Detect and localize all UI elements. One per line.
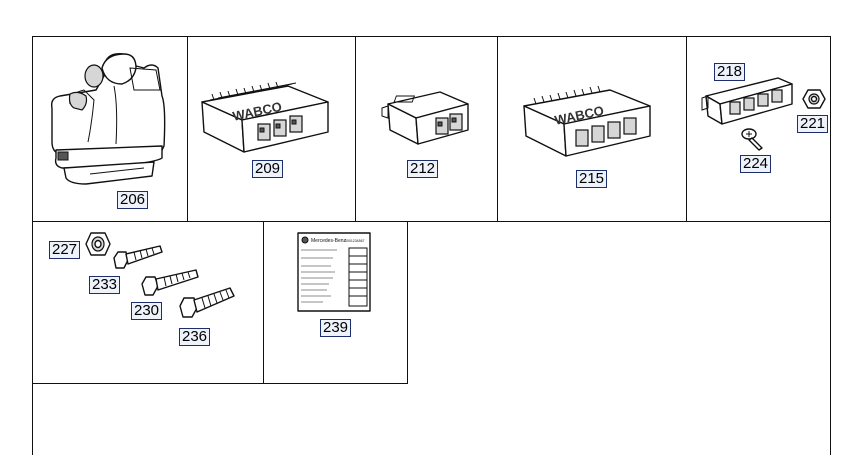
part-239-illustration[interactable]: Mercedes-Benz 0001234567 bbox=[297, 232, 371, 312]
grid-left-border bbox=[32, 36, 33, 455]
callout-239[interactable]: 239 bbox=[320, 319, 352, 337]
grid-row1-bottom bbox=[32, 221, 831, 222]
grid-col-2 bbox=[355, 36, 356, 222]
part-233-illustration[interactable] bbox=[112, 244, 164, 274]
callout-236[interactable]: 236 bbox=[179, 328, 211, 346]
part-209-illustration[interactable]: WABCO bbox=[196, 80, 336, 160]
callout-224[interactable]: 224 bbox=[740, 155, 772, 173]
callout-215[interactable]: 215 bbox=[576, 170, 608, 188]
part-230-illustration[interactable] bbox=[140, 268, 200, 300]
callout-212[interactable]: 212 bbox=[407, 160, 439, 178]
callout-206[interactable]: 206 bbox=[117, 191, 149, 209]
callout-218[interactable]: 218 bbox=[714, 63, 746, 81]
grid-row2-col-2 bbox=[407, 221, 408, 384]
callout-227[interactable]: 227 bbox=[49, 241, 81, 259]
sticker-brand-text: Mercedes-Benz bbox=[311, 238, 347, 244]
part-215-illustration[interactable]: WABCO bbox=[518, 84, 658, 164]
part-212-illustration[interactable] bbox=[378, 86, 478, 151]
part-227-illustration[interactable] bbox=[84, 230, 112, 258]
part-221-illustration[interactable] bbox=[802, 88, 826, 110]
callout-230[interactable]: 230 bbox=[131, 302, 163, 320]
grid-row2-bottom bbox=[32, 383, 408, 384]
grid-right-border bbox=[830, 36, 831, 455]
sticker-code-text: 0001234567 bbox=[345, 239, 365, 243]
part-218-illustration[interactable] bbox=[700, 74, 796, 130]
part-236-illustration[interactable] bbox=[178, 286, 236, 322]
callout-209[interactable]: 209 bbox=[252, 160, 284, 178]
part-224-illustration[interactable] bbox=[740, 126, 766, 152]
grid-top-border bbox=[32, 36, 831, 37]
part-206-illustration[interactable] bbox=[44, 46, 174, 191]
grid-col-4 bbox=[686, 36, 687, 222]
callout-221[interactable]: 221 bbox=[797, 115, 829, 133]
grid-row2-col-1 bbox=[263, 221, 264, 384]
callout-233[interactable]: 233 bbox=[89, 276, 121, 294]
grid-col-3 bbox=[497, 36, 498, 222]
grid-col-1 bbox=[187, 36, 188, 222]
